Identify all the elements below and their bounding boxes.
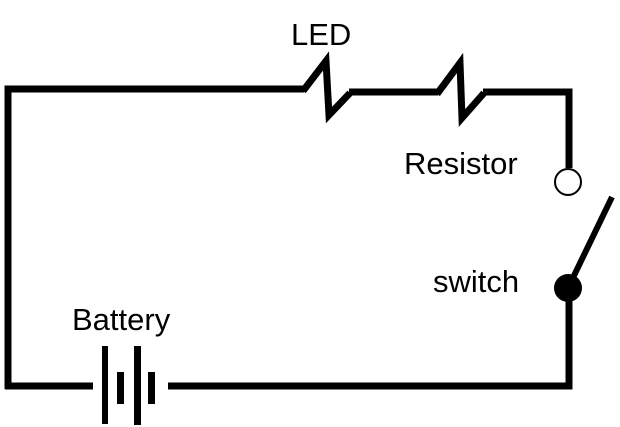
wire-resistor-switch	[483, 88, 573, 168]
battery-long-plate-1	[102, 346, 108, 424]
switch-lever	[565, 195, 615, 290]
label-led: LED	[291, 17, 351, 52]
label-switch: switch	[433, 264, 519, 299]
switch-open-contact	[554, 168, 582, 196]
led-symbol	[300, 51, 353, 124]
wire-left-top	[4, 85, 304, 389]
wire-switch-battery	[168, 288, 573, 390]
battery-long-plate-2	[134, 346, 141, 425]
resistor-symbol	[434, 52, 487, 127]
label-resistor: Resistor	[404, 146, 518, 181]
label-battery: Battery	[72, 302, 171, 337]
battery-short-plate-2	[148, 372, 155, 404]
battery-symbol	[102, 346, 155, 425]
battery-short-plate-1	[117, 372, 124, 404]
